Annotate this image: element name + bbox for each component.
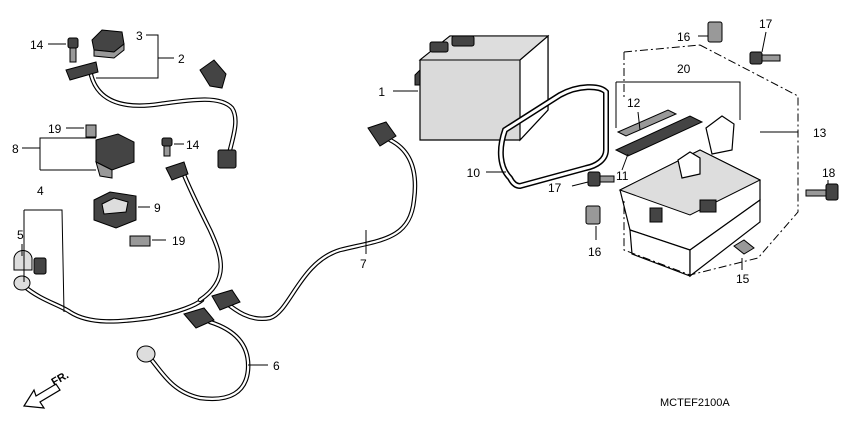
callout-11: 11 xyxy=(616,169,629,183)
bolt-part-14-mid xyxy=(161,137,173,157)
tray-outline xyxy=(623,44,799,276)
callout-9: 9 xyxy=(154,201,161,215)
bolt-part-14-top xyxy=(67,37,79,63)
cap-part-3 xyxy=(91,29,125,59)
callout-13: 13 xyxy=(813,126,827,140)
nut-part-15 xyxy=(733,239,755,255)
callout-10: 10 xyxy=(467,166,481,180)
battery-part-1 xyxy=(414,34,550,142)
leader-lines xyxy=(21,31,829,366)
callout-16-top: 16 xyxy=(677,30,691,44)
drawing-code: MCTEF2100A xyxy=(660,397,730,409)
callout-17-top: 17 xyxy=(759,17,773,31)
callout-12: 12 xyxy=(627,96,641,110)
battery-tray-part-13 xyxy=(618,115,762,278)
cable-part-7 xyxy=(211,121,418,322)
callout-15: 15 xyxy=(736,272,750,286)
bolt-part-5 xyxy=(13,250,47,275)
clip-part-16-top xyxy=(707,21,723,43)
cable-part-4 xyxy=(13,161,223,324)
callout-3: 3 xyxy=(136,29,143,43)
pad-part-11 xyxy=(614,115,704,157)
callout-7: 7 xyxy=(360,257,367,271)
pad-part-12 xyxy=(616,109,678,137)
callout-18: 18 xyxy=(822,166,836,180)
clip-part-16-bottom xyxy=(585,205,601,225)
front-direction-arrow: FR. xyxy=(22,369,71,409)
bolt-part-18 xyxy=(805,183,839,201)
callout-14-mid: 14 xyxy=(186,138,200,152)
callout-5: 5 xyxy=(17,228,24,242)
callout-4: 4 xyxy=(37,184,44,198)
cable-part-2 xyxy=(65,59,238,169)
seal-part-10 xyxy=(497,84,609,190)
bolt-part-17-bottom xyxy=(587,171,615,187)
callout-1: 1 xyxy=(378,85,385,99)
front-label: FR. xyxy=(50,369,71,388)
fuse-part-19-top xyxy=(85,124,97,138)
callout-19-top: 19 xyxy=(48,122,62,136)
callout-20: 20 xyxy=(677,62,691,76)
fuse-part-19-bottom xyxy=(129,235,151,247)
cable-part-6 xyxy=(136,307,251,402)
callout-14-top: 14 xyxy=(30,38,44,52)
callout-8: 8 xyxy=(12,142,19,156)
callout-19-bottom: 19 xyxy=(172,234,186,248)
callout-6: 6 xyxy=(273,359,280,373)
callout-17-bottom: 17 xyxy=(548,181,562,195)
relay-holder-part-9 xyxy=(93,191,137,229)
relay-part-8 xyxy=(95,133,135,179)
bolt-part-17-top xyxy=(749,51,781,65)
callout-2: 2 xyxy=(178,52,185,66)
callout-16-bottom: 16 xyxy=(588,245,602,259)
